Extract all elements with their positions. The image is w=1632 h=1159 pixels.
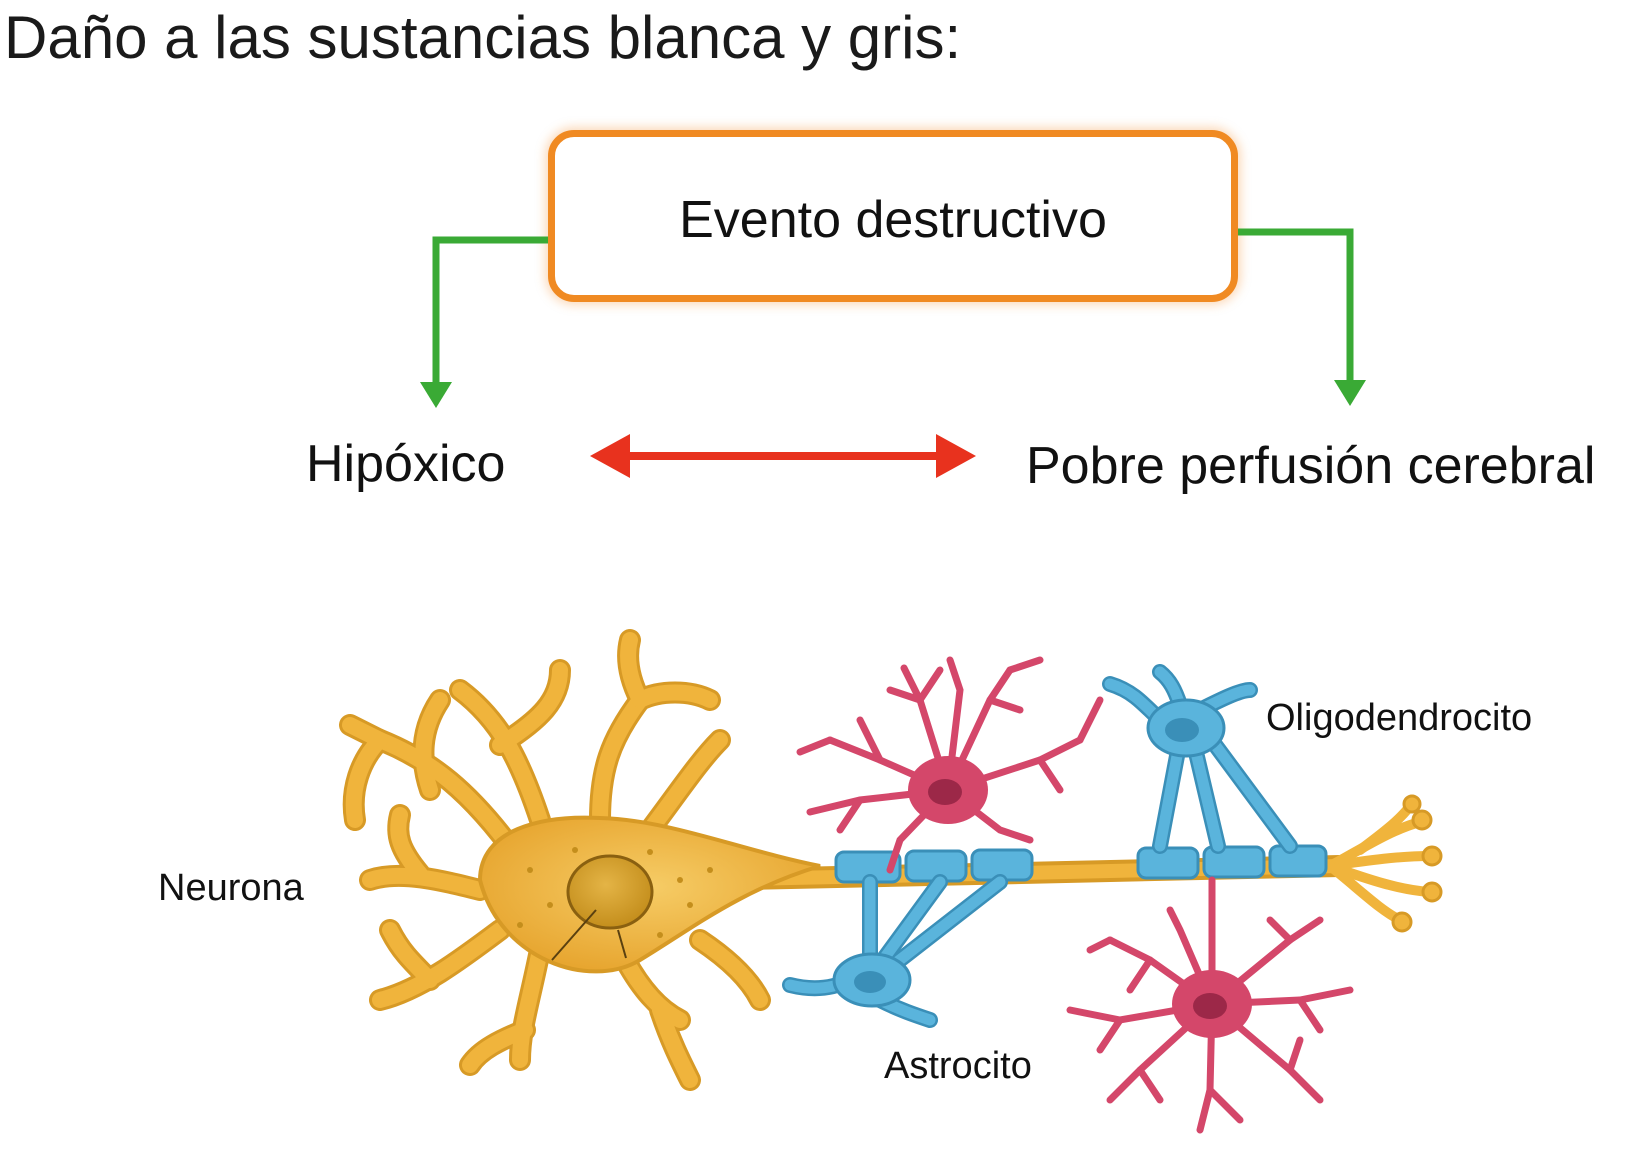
green-connector-right: [1238, 228, 1366, 406]
oligodendrocyte-top: [1102, 664, 1298, 854]
red-double-arrow: [590, 434, 976, 478]
arrowhead-left-icon: [590, 434, 630, 478]
green-connector-left: [420, 236, 548, 408]
oligodendrocyte-label: Oligodendrocito: [1266, 697, 1533, 739]
arrowhead-right-icon: [936, 434, 976, 478]
event-label: Evento destructivo: [679, 191, 1107, 249]
axon-terminals: [1391, 794, 1443, 933]
poor-perfusion-label: Pobre perfusión cerebral: [1026, 437, 1596, 495]
hypoxic-label: Hipóxico: [306, 435, 506, 493]
astrocyte-top-body: [908, 756, 988, 824]
neuron-nucleus: [566, 854, 654, 930]
arrowhead-down-icon: [1334, 380, 1366, 406]
arrowhead-down-icon: [420, 382, 452, 408]
oligodendrocyte-bottom: [782, 874, 1008, 1028]
neuron-illustration: [339, 629, 1435, 1091]
myelin-sheath: [834, 844, 1328, 884]
diagram-title: Daño a las sustancias blanca y gris:: [4, 4, 962, 71]
event-box: [548, 130, 1238, 302]
astrocyte-bottom-body: [1172, 970, 1252, 1038]
neuron-soma: [477, 815, 821, 974]
astrocyte-label: Astrocito: [884, 1045, 1032, 1087]
neuron-label: Neurona: [158, 867, 304, 909]
